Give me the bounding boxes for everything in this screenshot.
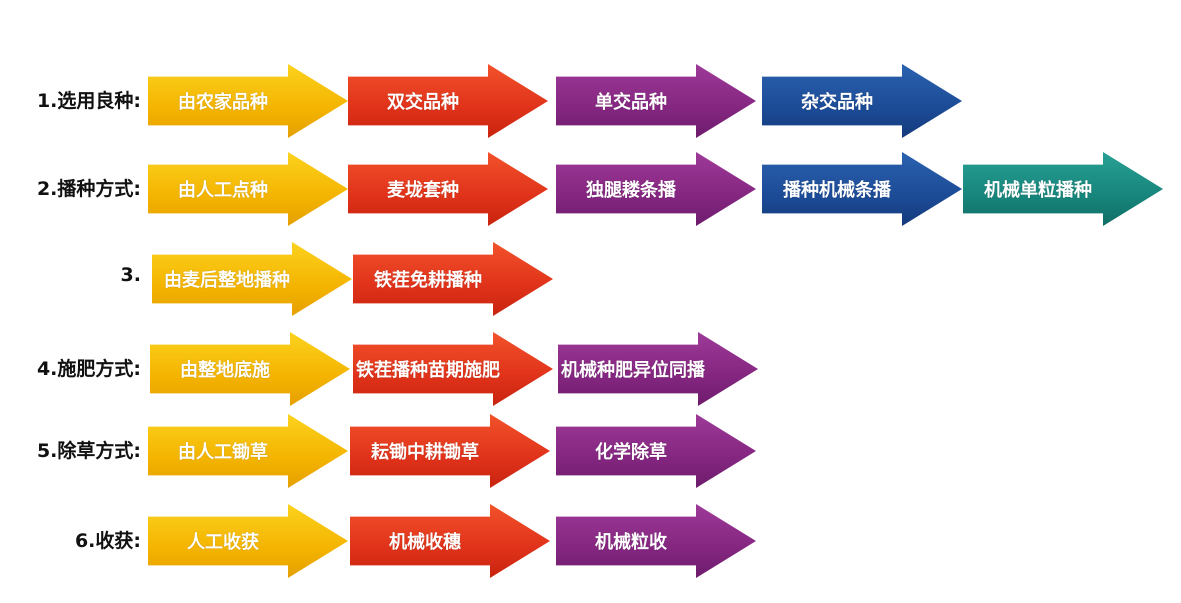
step-arrow: 人工收获 <box>148 504 348 578</box>
step-arrow: 由整地底施 <box>150 332 350 406</box>
step-label: 机械粒收 <box>595 532 667 553</box>
row-label: 3. <box>120 264 141 286</box>
step-label: 机械收穗 <box>389 532 461 553</box>
step-arrow: 机械单粒播种 <box>963 152 1163 226</box>
step-arrow: 耘锄中耕锄草 <box>350 414 550 488</box>
step-arrow: 机械粒收 <box>556 504 756 578</box>
step-label: 机械单粒播种 <box>984 180 1092 201</box>
step-arrow: 铁茬播种苗期施肥 <box>353 332 553 406</box>
step-arrow: 播种机械条播 <box>762 152 962 226</box>
step-label: 耘锄中耕锄草 <box>371 442 479 463</box>
row-label: 4.施肥方式: <box>36 358 141 380</box>
process-row: 4.施肥方式: 由整地底施 铁茬播种苗期施肥 机械种肥异位同播 <box>0 332 1181 406</box>
process-row: 5.除草方式: 由人工锄草 耘锄中耕锄草 化学除草 <box>0 414 1181 488</box>
step-arrow: 由农家品种 <box>148 64 348 138</box>
step-arrow: 铁茬免耕播种 <box>353 242 553 316</box>
step-label: 由整地底施 <box>180 360 270 381</box>
step-arrow: 机械收穗 <box>350 504 550 578</box>
step-label: 铁茬免耕播种 <box>374 270 482 291</box>
row-label: 1.选用良种: <box>36 90 141 112</box>
row-label: 5.除草方式: <box>36 440 141 462</box>
step-arrow: 由麦后整地播种 <box>152 242 352 316</box>
step-arrow: 独腿耧条播 <box>556 152 756 226</box>
step-label: 独腿耧条播 <box>586 180 676 201</box>
row-label: 2.播种方式: <box>36 178 141 200</box>
step-label: 播种机械条播 <box>783 180 891 201</box>
step-label: 铁茬播种苗期施肥 <box>356 360 500 381</box>
step-label: 人工收获 <box>187 532 259 553</box>
step-arrow: 由人工锄草 <box>148 414 348 488</box>
step-arrow: 麦垅套种 <box>348 152 548 226</box>
step-label: 麦垅套种 <box>387 180 459 201</box>
step-label: 由麦后整地播种 <box>164 270 290 291</box>
step-arrow: 单交品种 <box>556 64 756 138</box>
step-arrow: 由人工点种 <box>148 152 348 226</box>
process-row: 3. 由麦后整地播种 铁茬免耕播种 <box>0 242 1181 316</box>
step-arrow: 机械种肥异位同播 <box>558 332 758 406</box>
process-row: 2.播种方式: 由人工点种 麦垅套种 独腿耧条播 播种机械条播 机械单粒播种 <box>0 152 1181 226</box>
step-label: 机械种肥异位同播 <box>561 360 705 381</box>
step-arrow: 杂交品种 <box>762 64 962 138</box>
step-label: 由人工点种 <box>178 180 268 201</box>
step-arrow: 化学除草 <box>556 414 756 488</box>
step-label: 由农家品种 <box>178 92 268 113</box>
step-label: 双交品种 <box>387 92 459 113</box>
process-row: 6.收获: 人工收获 机械收穗 机械粒收 <box>0 504 1181 578</box>
step-label: 杂交品种 <box>801 92 873 113</box>
step-arrow: 双交品种 <box>348 64 548 138</box>
step-label: 由人工锄草 <box>178 442 268 463</box>
step-label: 化学除草 <box>595 442 667 463</box>
step-label: 单交品种 <box>595 92 667 113</box>
row-label: 6.收获: <box>74 530 141 552</box>
process-row: 1.选用良种: 由农家品种 双交品种 单交品种 杂交品种 <box>0 64 1181 138</box>
